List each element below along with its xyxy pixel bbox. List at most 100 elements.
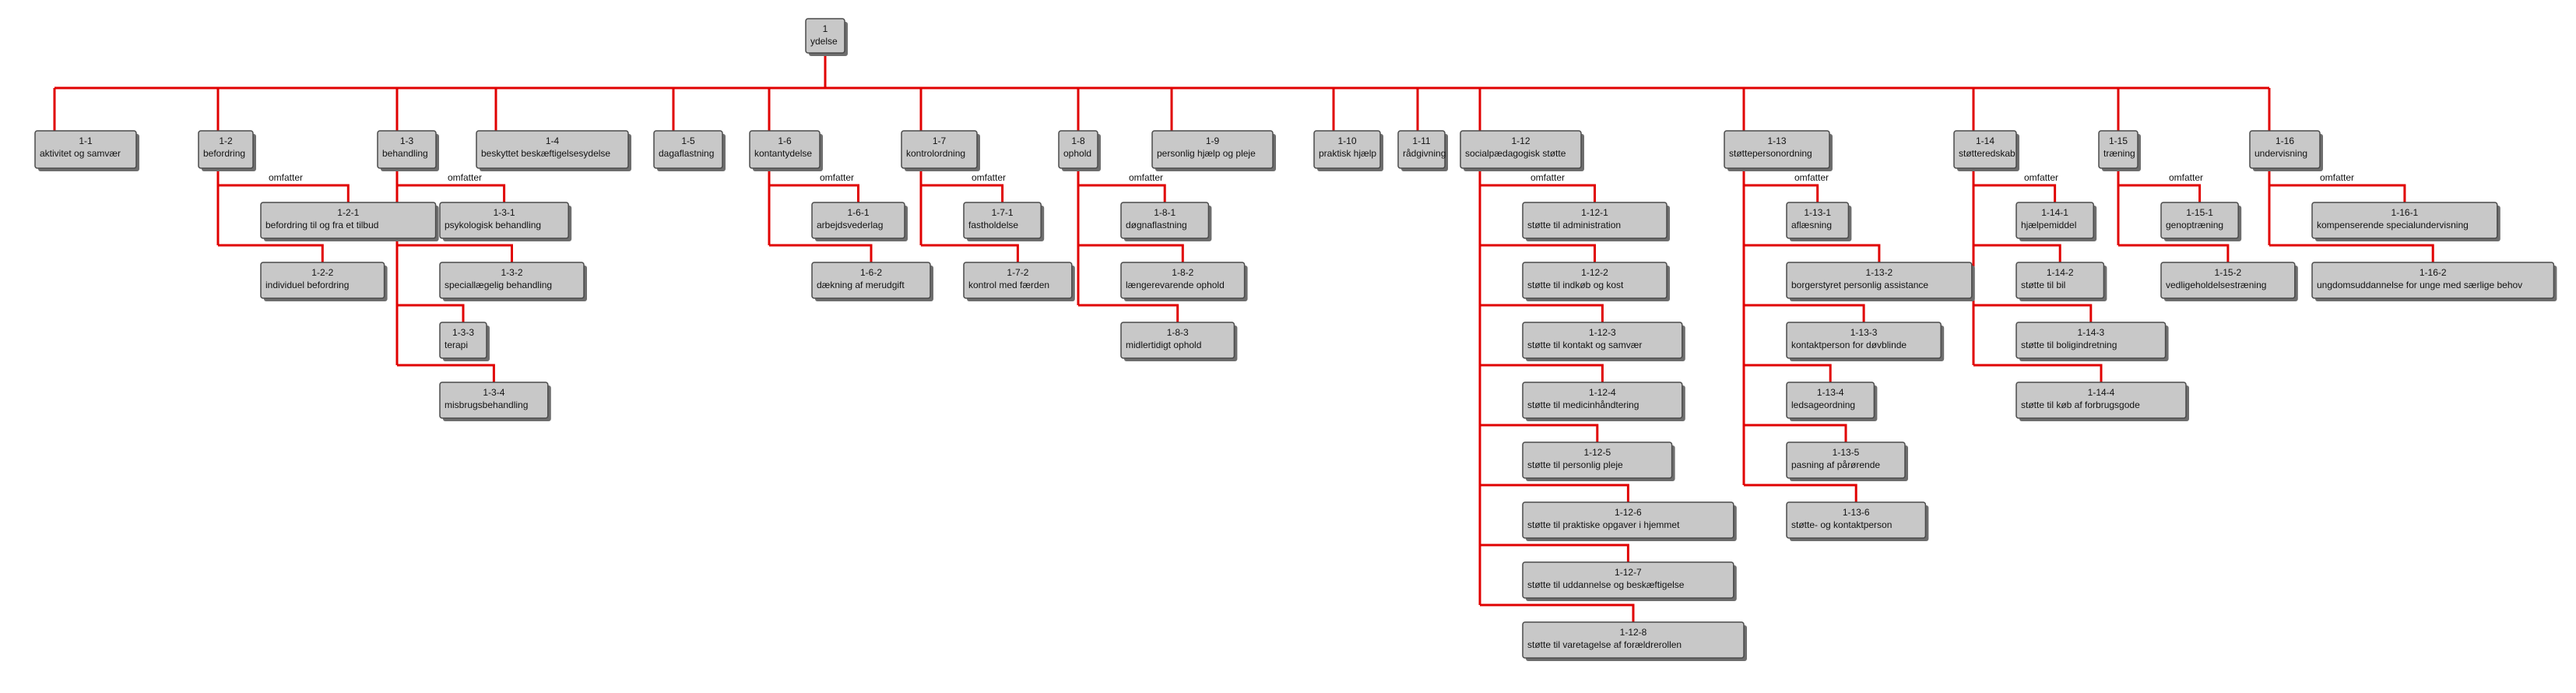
node-1-7-1-code: 1-7-1	[992, 207, 1014, 218]
connector-1-13-5	[1744, 424, 1847, 442]
node-1-13-5-box	[1786, 441, 1906, 479]
node-1-6-code: 1-6	[778, 135, 792, 146]
node-1-15-code: 1-15	[2109, 135, 2128, 146]
omfatter-label-1-13: omfatter	[1794, 172, 1829, 183]
node-1-2-box	[198, 130, 254, 169]
node-1-13-3-box	[1786, 322, 1942, 359]
node-1-12-8-box	[1522, 621, 1745, 659]
connector-1-12-1	[1480, 184, 1596, 202]
node-1-6-box	[749, 130, 821, 169]
node-1-15-box	[2098, 130, 2138, 169]
connector-1-8-1	[1078, 184, 1166, 202]
node-1-4-label: beskyttet beskæftigelsesydelse	[481, 148, 610, 159]
connector-1-12-7	[1480, 543, 1629, 562]
node-1-12-6-box	[1522, 501, 1734, 539]
node-1-11-code: 1-11	[1412, 135, 1430, 146]
node-1-13-2-code: 1-13-2	[1866, 267, 1893, 278]
node-1-14-box	[1953, 130, 2017, 169]
node-1-3-code: 1-3	[400, 135, 414, 146]
node-1-13-1-label: aflæsning	[1791, 220, 1832, 230]
node-1-12-3-code: 1-12-3	[1589, 327, 1616, 338]
omfatter-label-1-6: omfatter	[820, 172, 854, 183]
connector-1-12-6	[1480, 484, 1629, 502]
node-1-12-4-code: 1-12-4	[1589, 387, 1616, 398]
node-1-16-1-box	[2311, 202, 2498, 239]
node-1-2-2-box	[260, 262, 385, 299]
node-1-14-2-code: 1-14-2	[2047, 267, 2074, 278]
connector-1-13-6	[1744, 484, 1857, 502]
node-1-4-box	[476, 130, 629, 169]
connector-layer	[53, 53, 2434, 622]
connector-1-12-3	[1480, 304, 1604, 322]
node-1-10-box	[1313, 130, 1381, 169]
node-1-8-1-box	[1120, 202, 1210, 239]
node-1-9-box	[1151, 130, 1274, 169]
node-1-13-5-label: pasning af pårørende	[1791, 459, 1880, 470]
node-1-7-2-label: kontrol med færden	[968, 280, 1049, 290]
node-1-3-2-label: speciallægelig behandling	[445, 280, 552, 290]
node-1-14-3-code: 1-14-3	[2077, 327, 2104, 338]
omfatter-label-1-15: omfatter	[2169, 172, 2203, 183]
connector-1-8-2	[1078, 244, 1184, 262]
node-1-16-label: undervisning	[2254, 148, 2307, 159]
node-1-15-1-code: 1-15-1	[2186, 207, 2213, 218]
node-1-code: 1	[823, 23, 828, 34]
connector-1-14-1	[1973, 184, 2057, 202]
connector-1-13-2	[1744, 244, 1881, 262]
node-1-16-2-code: 1-16-2	[2420, 267, 2447, 278]
